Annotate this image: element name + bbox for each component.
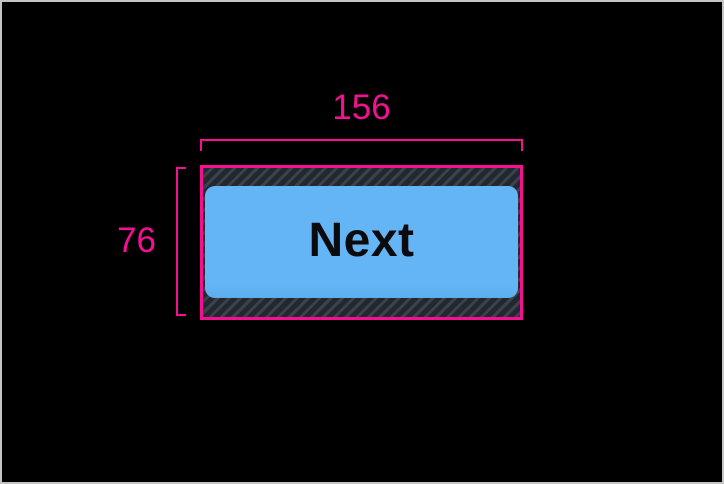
width-measurement-bracket: [200, 139, 523, 151]
height-measurement-bracket: [176, 167, 186, 316]
width-dimension-label: 156: [332, 88, 391, 127]
next-button[interactable]: Next: [205, 186, 518, 298]
selection-bounds: Next: [200, 165, 523, 320]
height-dimension-label: 76: [117, 221, 156, 260]
